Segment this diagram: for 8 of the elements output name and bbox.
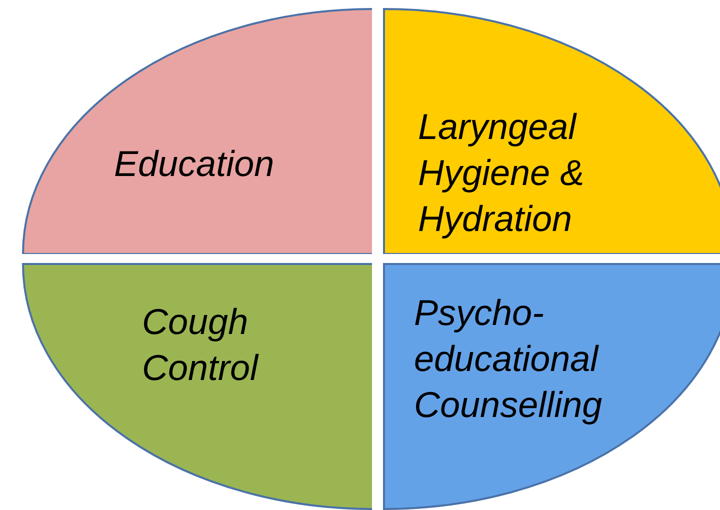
quadrant-segment [383, 263, 720, 510]
segment-label: Cough Control [142, 300, 260, 390]
quadrant-segment [22, 8, 372, 254]
segment-label: Laryngeal Hygiene & Hydration [418, 105, 586, 241]
segment-label: Education [114, 142, 274, 186]
segment-label: Psycho- educational Counselling [414, 291, 604, 427]
quadrant-segment [383, 8, 720, 254]
quadrant-segment [22, 263, 372, 510]
